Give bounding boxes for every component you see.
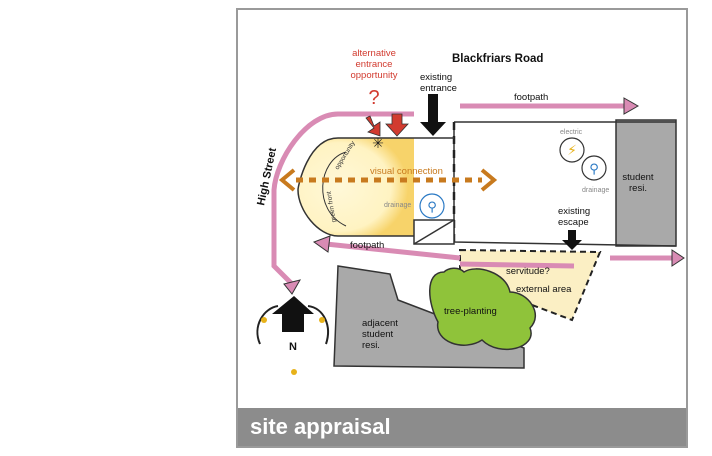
north-label: N: [289, 341, 297, 353]
footpath-arrow-bottom: [325, 241, 461, 261]
svg-text:student: student: [362, 329, 394, 340]
existing-escape-label: existing escape: [558, 206, 590, 228]
site-plan-diagram: ✳ ⚡ ⚲ ⚲: [255, 48, 685, 375]
drainage-icon-circle-right: [581, 155, 607, 181]
opportunity-arc: [322, 151, 347, 227]
page-caption: site appraisal: [238, 408, 686, 446]
svg-text:existing: existing: [420, 72, 452, 83]
site-appraisal-card: ✳ ⚡ ⚲ ⚲: [236, 8, 688, 448]
adjacent-student-resi-label: adjacent student resi.: [362, 318, 398, 351]
visual-connection-right-head: [480, 168, 498, 192]
existing-escape-arrow: [562, 230, 582, 250]
north-arrow-icon: [256, 296, 329, 375]
cross-mark: ✳: [372, 135, 384, 151]
external-area-label: external area: [516, 284, 572, 295]
footpath-arrow-top-head: [623, 97, 640, 115]
building-frontage: [297, 137, 414, 237]
alternative-entrance-label: alternative entrance opportunity: [350, 48, 397, 81]
blackfriars-road-label: Blackfriars Road: [452, 53, 543, 65]
electric-icon-circle: [559, 137, 585, 163]
visual-connection-left-head: [278, 168, 296, 192]
lightning-icon: ⚡: [567, 142, 577, 158]
high-street-arrow-head: [283, 279, 302, 295]
svg-text:entrance: entrance: [420, 83, 457, 94]
high-street-arrow: [271, 111, 414, 288]
stair-diagonal: [413, 219, 455, 245]
svg-text:existing: existing: [558, 206, 590, 217]
tap-icon-left: ⚲: [427, 199, 437, 214]
svg-text:alternative: alternative: [352, 48, 396, 59]
footpath-bottom-label: footpath: [350, 240, 384, 251]
svg-text:student: student: [622, 172, 654, 183]
tree-planting-label: tree-planting: [444, 306, 497, 317]
servitude-line: [459, 261, 575, 269]
existing-entrance-label: existing entrance: [420, 72, 457, 94]
footpath-top-label: footpath: [514, 92, 548, 103]
electric-label: electric: [560, 129, 583, 136]
servitude-label: servitude?: [506, 266, 550, 277]
drainage-icon-circle-left: [419, 193, 445, 219]
footpath-arrow-bottom-head: [312, 235, 331, 253]
existing-entrance-arrow: [420, 94, 446, 136]
svg-text:entrance: entrance: [356, 59, 393, 70]
alternative-entrance-arrow-2: [385, 113, 409, 137]
svg-text:adjacent: adjacent: [362, 318, 398, 329]
student-resi-right-label: student resi.: [622, 172, 654, 194]
visual-connection-label: visual connection: [370, 166, 443, 177]
svg-text:resi.: resi.: [629, 183, 647, 194]
tap-icon: ⚲: [589, 161, 599, 176]
question-mark: ?: [368, 87, 379, 109]
svg-text:opportunity: opportunity: [350, 70, 397, 81]
footpath-arrow-right-head: [671, 249, 685, 267]
tree-planting-blob: [429, 267, 536, 351]
alternative-entrance-arrow-1: [365, 115, 381, 137]
drainage-right-label: drainage: [582, 187, 609, 194]
svg-text:escape: escape: [558, 217, 589, 228]
svg-text:resi.: resi.: [362, 340, 380, 351]
drainage-left-label: drainage: [384, 202, 411, 209]
